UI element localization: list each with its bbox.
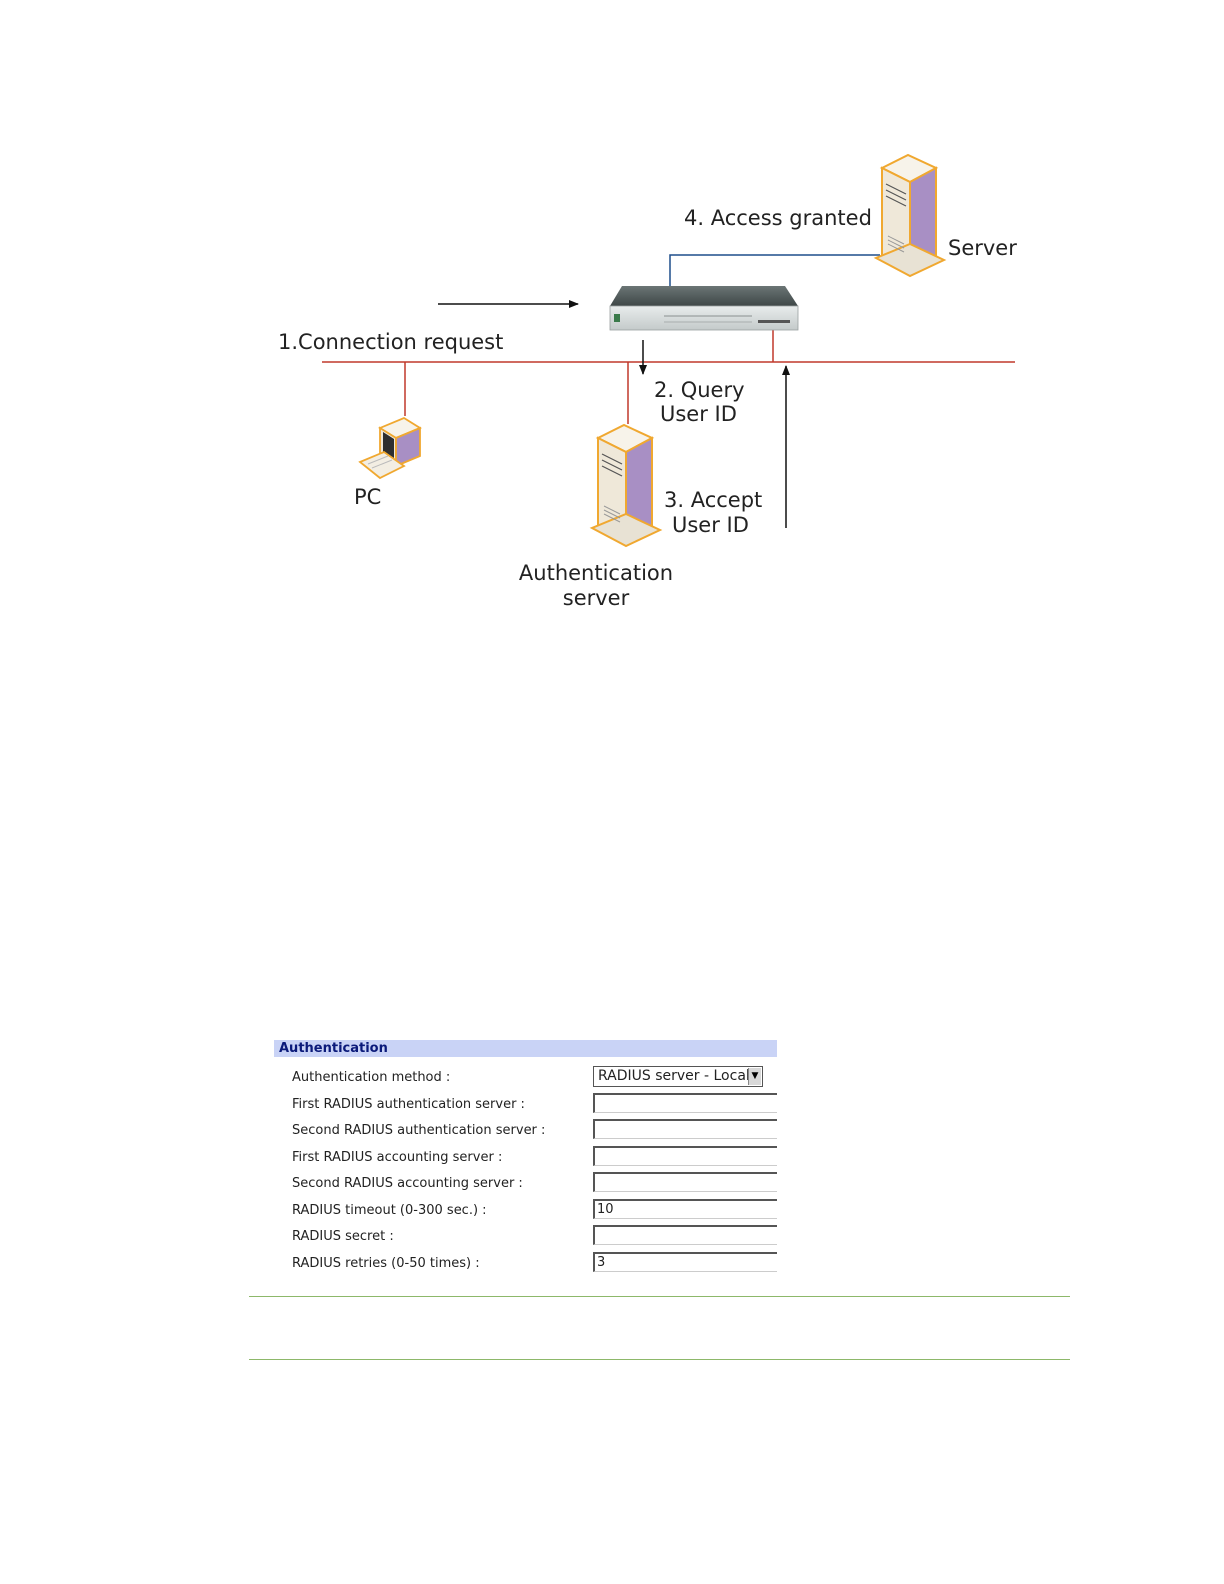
form-row-radius-secret: RADIUS secret :	[274, 1225, 777, 1252]
query-user-id-label-line1: 2. Query	[654, 378, 745, 402]
authentication-settings-panel: Authentication Authentication method : R…	[274, 1040, 777, 1278]
query-user-id-label-line2: User ID	[660, 402, 737, 426]
authentication-server-icon	[589, 423, 663, 548]
authentication-server-label-line2: server	[563, 586, 630, 610]
form-row-first-radius-auth: First RADIUS authentication server :	[274, 1092, 777, 1120]
bottom-divider	[249, 1359, 1070, 1360]
switch-icon	[609, 286, 799, 331]
second-radius-acct-label: Second RADIUS accounting server :	[292, 1176, 523, 1191]
connection-request-label: 1.Connection request	[278, 330, 503, 354]
form-row-second-radius-auth: Second RADIUS authentication server :	[274, 1119, 777, 1146]
authentication-method-value: RADIUS server - Local	[598, 1068, 750, 1084]
form-row-radius-retries: RADIUS retries (0-50 times) : 3	[274, 1251, 777, 1279]
top-divider	[249, 1296, 1070, 1297]
first-radius-auth-input[interactable]	[593, 1092, 777, 1113]
server-link-line	[669, 254, 880, 286]
chevron-down-icon[interactable]: ▼	[748, 1068, 761, 1085]
radius-secret-label: RADIUS secret :	[292, 1229, 394, 1244]
first-radius-auth-label: First RADIUS authentication server :	[292, 1096, 525, 1112]
accept-user-id-label-line1: 3. Accept	[664, 488, 762, 512]
form-row-second-radius-acct: Second RADIUS accounting server :	[274, 1172, 777, 1199]
first-radius-acct-input[interactable]	[593, 1145, 777, 1166]
server-label: Server	[948, 236, 1017, 260]
radius-retries-label: RADIUS retries (0-50 times) :	[292, 1255, 480, 1271]
second-radius-auth-label: Second RADIUS authentication server :	[292, 1123, 546, 1138]
accept-user-id-label-line2: User ID	[672, 513, 749, 537]
form-row-authentication-method: Authentication method : RADIUS server - …	[274, 1066, 777, 1093]
authentication-flow-diagram: 4. Access granted Server 1.Connection re…	[278, 153, 1017, 610]
radius-timeout-label: RADIUS timeout (0-300 sec.) :	[292, 1202, 487, 1218]
radius-timeout-input[interactable]: 10	[593, 1198, 777, 1219]
first-radius-acct-label: First RADIUS accounting server :	[292, 1149, 503, 1165]
form-row-first-radius-acct: First RADIUS accounting server :	[274, 1145, 777, 1173]
second-radius-acct-input[interactable]	[593, 1172, 777, 1192]
authentication-server-label-line1: Authentication	[519, 561, 673, 585]
second-radius-auth-input[interactable]	[593, 1119, 777, 1139]
radius-secret-input[interactable]	[593, 1225, 777, 1245]
panel-title: Authentication	[274, 1040, 777, 1057]
access-granted-label: 4. Access granted	[684, 206, 872, 230]
pc-label: PC	[354, 485, 381, 509]
pc-icon	[358, 416, 422, 480]
server-icon	[873, 153, 947, 278]
authentication-method-label: Authentication method :	[292, 1070, 451, 1085]
form-row-radius-timeout: RADIUS timeout (0-300 sec.) : 10	[274, 1198, 777, 1226]
authentication-method-select[interactable]: RADIUS server - Local ▼	[593, 1066, 763, 1087]
radius-retries-input[interactable]: 3	[593, 1251, 777, 1272]
